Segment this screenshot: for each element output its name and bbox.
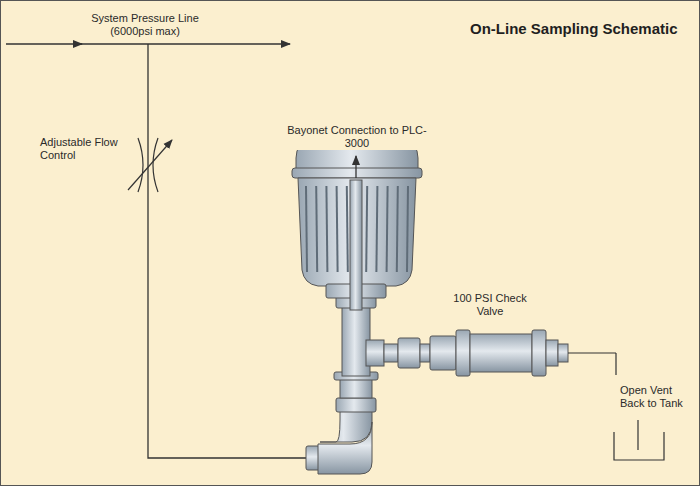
vent-line	[568, 352, 616, 353]
elbow-fitting	[306, 398, 376, 474]
vent-line	[637, 420, 638, 450]
housing-ridge	[337, 186, 338, 272]
housing-ridge	[376, 186, 377, 272]
housing-ridge	[407, 186, 408, 272]
tee-fitting	[334, 296, 384, 398]
housing-ridge	[397, 186, 398, 272]
component-label: Bayonet Connection to PLC-3000	[282, 124, 432, 150]
housing-ridge	[387, 186, 388, 272]
bayonet-arrow	[355, 156, 356, 178]
diagram-title: On-Line Sampling Schematic	[470, 20, 678, 38]
center-tube	[350, 180, 362, 310]
vent-line	[615, 353, 616, 375]
housing-ridge	[316, 186, 317, 272]
check-valve	[384, 330, 568, 376]
component-label: Adjustable Flow Control	[40, 136, 124, 162]
housing-ridge	[347, 186, 348, 272]
housing-ridge	[366, 186, 367, 272]
sample-line	[148, 44, 312, 458]
component-label: Open Vent Back to Tank	[620, 384, 696, 410]
flow-control-symbol	[128, 138, 172, 192]
pressure-line	[80, 43, 290, 44]
housing-ridge	[326, 186, 327, 272]
pipe-label: System Pressure Line (6000psi max)	[70, 12, 220, 38]
tank-symbol	[614, 432, 664, 460]
component-label: 100 PSI Check Valve	[440, 292, 540, 318]
pressure-line	[6, 43, 82, 44]
housing-ridge	[306, 186, 307, 272]
